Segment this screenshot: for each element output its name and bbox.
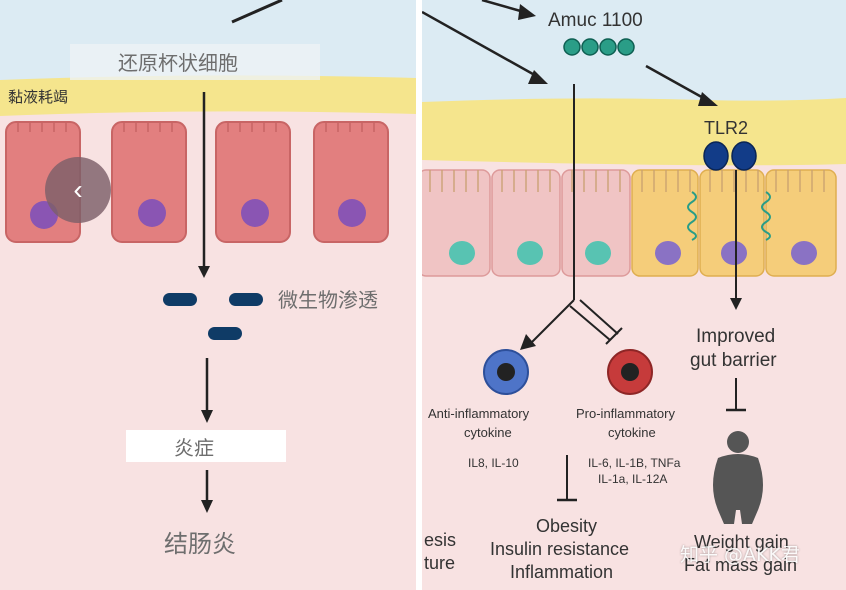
lumen-background <box>422 0 846 110</box>
anti-branch-arrow <box>529 299 575 345</box>
epithelial-cell <box>422 169 491 277</box>
pro-cytokine-list-2: IL-1a, IL-12A <box>598 472 668 486</box>
inflammation-label-box <box>126 430 286 462</box>
cell-nucleus <box>449 241 475 265</box>
arrow-head <box>518 4 536 20</box>
epithelial-cell <box>215 121 291 243</box>
microbe <box>208 327 242 340</box>
person-icon <box>713 431 763 524</box>
cell-nucleus <box>241 199 269 227</box>
arrow-head <box>698 92 718 106</box>
tlr2-label: TLR2 <box>704 118 749 138</box>
incoming-arrow <box>481 0 525 14</box>
panel-divider <box>416 0 422 590</box>
left-panel-graphic <box>0 0 416 590</box>
epithelial-cell <box>561 169 631 277</box>
cell-nucleus <box>621 363 639 381</box>
epithelial-cell <box>699 169 765 277</box>
cell-nucleus <box>517 241 543 265</box>
cell-nucleus <box>338 199 366 227</box>
microvilli <box>17 122 375 132</box>
mucus-layer <box>0 75 416 116</box>
colitis-label: 结肠炎 <box>164 530 236 558</box>
arrow-head <box>198 266 210 278</box>
microbe <box>163 293 197 306</box>
cell-nucleus <box>585 241 611 265</box>
microbe-penetration-label: 微生物渗透 <box>278 288 378 312</box>
obesity-label: Obesity <box>536 516 598 536</box>
pro-branch-line <box>579 299 619 335</box>
cell-nucleus <box>791 241 817 265</box>
amuc-to-tlr2-arrow <box>645 64 708 102</box>
cut-off-label: esis <box>424 530 457 550</box>
anti-cytokine-label: cytokine <box>464 425 512 440</box>
tlr2-receptor <box>703 141 729 171</box>
epithelial-cell <box>313 121 389 243</box>
inflammation-label: 炎症 <box>174 436 214 460</box>
goblet-cell-label: 还原杯状细胞 <box>118 51 238 75</box>
anti-inflammatory-label: Anti-inflammatory <box>428 406 530 421</box>
arrow-head <box>528 70 548 84</box>
pro-cytokine-list-1: IL-6, IL-1B, TNFa <box>588 456 681 470</box>
pro-branch-line <box>569 305 611 341</box>
epithelial-cell <box>631 169 699 277</box>
tlr2-receptor <box>731 141 757 171</box>
fat-mass-label: Fat mass gain <box>684 555 798 575</box>
incoming-arrow <box>231 0 283 24</box>
amuc-1100-label: Amuc 1100 <box>548 10 643 31</box>
insulin-resistance-label: Insulin resistance <box>490 539 630 559</box>
arrow-head <box>201 410 213 423</box>
anti-cytokine-list: IL8, IL-10 <box>468 456 519 470</box>
receptor-tail <box>687 191 697 241</box>
microbe <box>229 293 263 306</box>
cell-nucleus <box>497 363 515 381</box>
arrow-head <box>520 334 536 350</box>
akk-protein-chain <box>563 38 635 56</box>
watermark-text: 知乎 @AKK君 <box>680 544 800 566</box>
cell-nucleus <box>721 241 747 265</box>
cell-nucleus <box>138 199 166 227</box>
pro-inflammatory-label: Pro-inflammatory <box>576 406 675 421</box>
right-panel-akkermansia: Amuc 1100 TLR2 Anti-inflammatory cytokin… <box>422 0 846 590</box>
left-panel-colitis: 还原杯状细胞 黏液耗竭 微生物渗透 炎症 结肠炎 ‹ <box>0 0 416 590</box>
weight-gain-label: Weight gain <box>694 532 789 552</box>
microvilli <box>429 170 825 192</box>
diagonal-arrow <box>422 10 541 80</box>
inhibit-bar <box>605 327 623 345</box>
right-panel-graphic <box>422 0 846 590</box>
goblet-label-backdrop <box>70 44 320 80</box>
mucus-layer <box>422 98 846 166</box>
pro-cytokine-label: cytokine <box>608 425 656 440</box>
cut-off-label: ture <box>424 553 456 573</box>
inflammation-outcome-label: Inflammation <box>510 562 614 582</box>
mucus-depletion-label: 黏液耗竭 <box>8 88 69 106</box>
back-button[interactable]: ‹ <box>45 157 111 223</box>
epithelial-cell <box>491 169 561 277</box>
improved-barrier-label: Improved <box>696 326 776 347</box>
gut-barrier-label: gut barrier <box>690 350 777 371</box>
cell-nucleus <box>655 241 681 265</box>
receptor-tail <box>761 191 771 241</box>
arrow-head <box>201 500 213 513</box>
arrow-head <box>730 298 742 310</box>
epithelial-cell <box>111 121 187 243</box>
chevron-left-icon: ‹ <box>73 174 83 205</box>
